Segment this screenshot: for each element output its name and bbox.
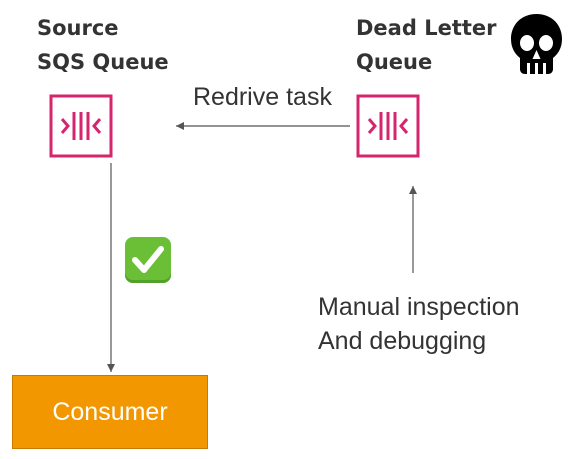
source-queue-heading-line2: SQS Queue [37,50,169,74]
consumer-box: Consumer [12,375,208,449]
source-queue-heading-line1: Source [37,16,119,40]
redrive-task-label: Redrive task [193,83,332,111]
dead-letter-queue-heading-line2: Queue [356,50,433,74]
dead-letter-sqs-queue-icon [356,94,420,158]
source-sqs-queue-icon [49,94,113,158]
manual-inspection-line1: Manual inspection [318,293,520,321]
manual-inspection-line2: And debugging [318,327,487,355]
consumer-label: Consumer [52,397,168,426]
manual-inspection-label: Manual inspection And debugging [318,290,520,358]
dead-letter-queue-heading-line1: Dead Letter [356,16,497,40]
skull-icon [511,14,562,74]
dead-letter-queue-heading: Dead Letter Queue [356,11,497,79]
check-mark-icon [125,237,171,283]
source-queue-heading: Source SQS Queue [37,11,169,79]
